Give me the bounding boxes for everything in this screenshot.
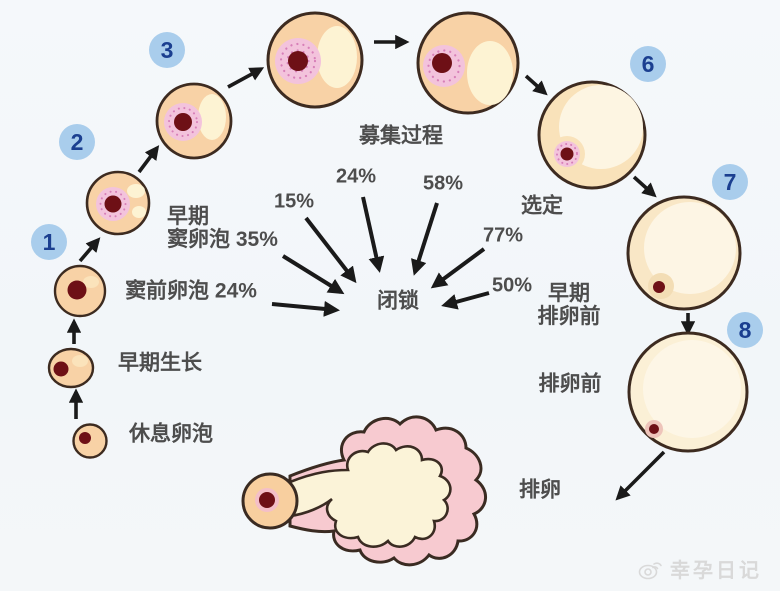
label-early-antral-line1: 早期 — [167, 205, 209, 228]
label-early-preovulatory: 早期 排卵前 — [538, 282, 601, 328]
stage-flow-arrows — [66, 34, 696, 501]
atresia-percent-77: 77% — [482, 224, 524, 247]
follicle-resting — [72, 423, 108, 459]
stage-badge-2: 2 — [59, 124, 95, 160]
stage-badge-1: 1 — [31, 224, 67, 260]
stage-badge-8: 8 — [727, 312, 763, 348]
label-ovulation: 排卵 — [519, 478, 561, 502]
follicle-stage-3 — [155, 82, 233, 160]
atresia-percent-50: 50% — [491, 274, 533, 297]
stage-badge-3: 3 — [149, 32, 185, 68]
label-recruitment-process: 募集过程 — [359, 124, 443, 148]
atresia-percent-58: 58% — [422, 172, 464, 195]
label-selection: 选定 — [521, 194, 563, 218]
label-resting-follicle: 休息卵泡 — [129, 422, 213, 446]
follicle-stage-7 — [626, 195, 742, 311]
follicle-stage-6 — [537, 80, 647, 190]
stage-badge-7: 7 — [712, 164, 748, 200]
label-preovulatory: 排卵前 — [538, 372, 602, 396]
label-early-antral-follicle: 早期 窦卵泡 35% — [167, 205, 278, 251]
follicle-stage-8 — [627, 331, 749, 453]
atresia-arrows — [271, 196, 490, 317]
follicle-stage-5 — [416, 11, 520, 115]
label-early-preovulatory-line1: 早期 — [548, 282, 590, 305]
ovulation-ovary-shape — [241, 415, 487, 567]
follicle-stage-2 — [85, 170, 151, 236]
atresia-percent-15: 15% — [273, 190, 315, 213]
atresia-percent-24: 24% — [335, 165, 377, 188]
label-early-growth: 早期生长 — [118, 351, 202, 375]
weibo-icon — [638, 561, 662, 579]
label-preantral-follicle: 窦前卵泡 24% — [125, 279, 257, 303]
label-early-antral-line2: 窦卵泡 35% — [167, 228, 278, 251]
stage-badge-6: 6 — [630, 46, 666, 82]
follicle-preantral — [53, 264, 107, 318]
label-early-preovulatory-line2: 排卵前 — [537, 305, 601, 328]
watermark-text: 幸孕日记 — [670, 560, 762, 582]
follicle-stage-4 — [266, 11, 364, 109]
follicle-early-growth — [47, 347, 95, 389]
watermark: 幸孕日记 — [638, 554, 762, 583]
label-atresia: 闭锁 — [377, 289, 419, 313]
